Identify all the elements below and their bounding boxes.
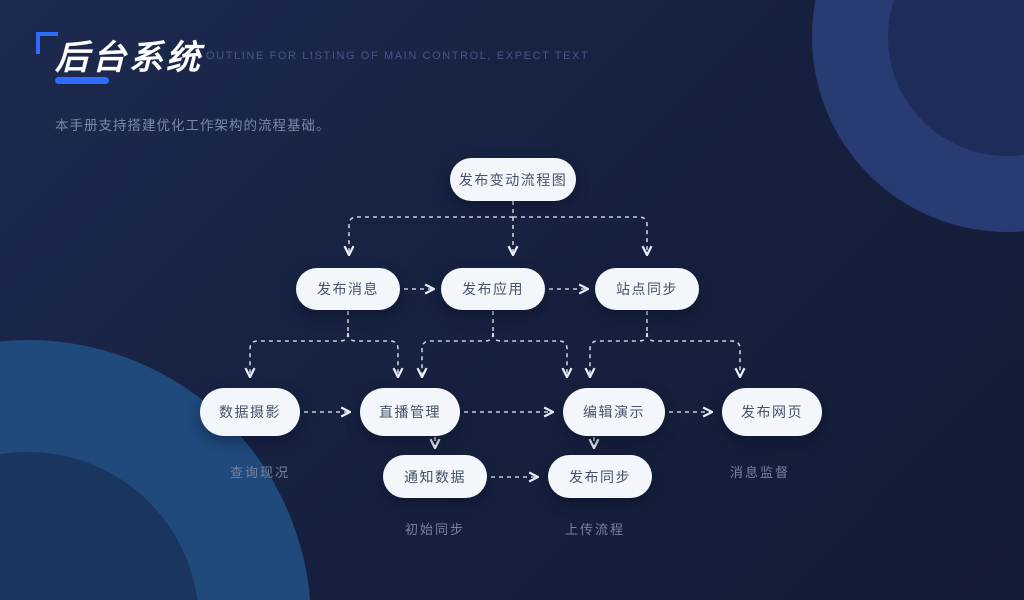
flow-node-row3-2: 直播管理 (360, 388, 460, 436)
title-underline (55, 77, 109, 84)
page-description: 本手册支持搭建优化工作架构的流程基础。 (55, 118, 331, 133)
flow-node-label: 数据摄影 (219, 404, 281, 420)
flow-node-label: 发布网页 (741, 404, 803, 420)
flow-annotation-1: 查询现况 (229, 465, 290, 480)
flow-node-row2-3: 站点同步 (595, 268, 699, 310)
flow-annotation-3: 初始同步 (404, 522, 465, 537)
corner-bracket-icon (36, 32, 58, 54)
flow-annotation-2: 消息监督 (729, 465, 790, 480)
flow-node-row2-2: 发布应用 (441, 268, 545, 310)
flow-node-row4-1: 通知数据 (383, 455, 487, 498)
flow-annotation-4: 上传流程 (564, 522, 625, 537)
page-title: 后台系统 (55, 39, 203, 77)
flow-node-label: 发布变动流程图 (458, 171, 568, 188)
flow-node-row3-1: 数据摄影 (200, 388, 300, 436)
flow-node-label: 站点同步 (616, 281, 678, 297)
flow-node-label: 发布消息 (317, 281, 379, 297)
flow-node-label: 发布同步 (569, 468, 631, 485)
flow-node-label: 通知数据 (404, 468, 466, 485)
flow-node-row3-3: 编辑演示 (563, 388, 665, 436)
flow-node-row4-2: 发布同步 (548, 455, 652, 498)
flow-node-top: 发布变动流程图 (450, 158, 576, 201)
flow-node-row3-4: 发布网页 (722, 388, 822, 436)
flow-node-label: 直播管理 (379, 404, 441, 420)
flow-node-label: 编辑演示 (583, 404, 645, 420)
flow-node-label: 发布应用 (462, 281, 524, 297)
flow-node-row2-1: 发布消息 (296, 268, 400, 310)
page-subtitle: OUTLINE FOR LISTING OF MAIN CONTROL, EXP… (206, 50, 590, 62)
